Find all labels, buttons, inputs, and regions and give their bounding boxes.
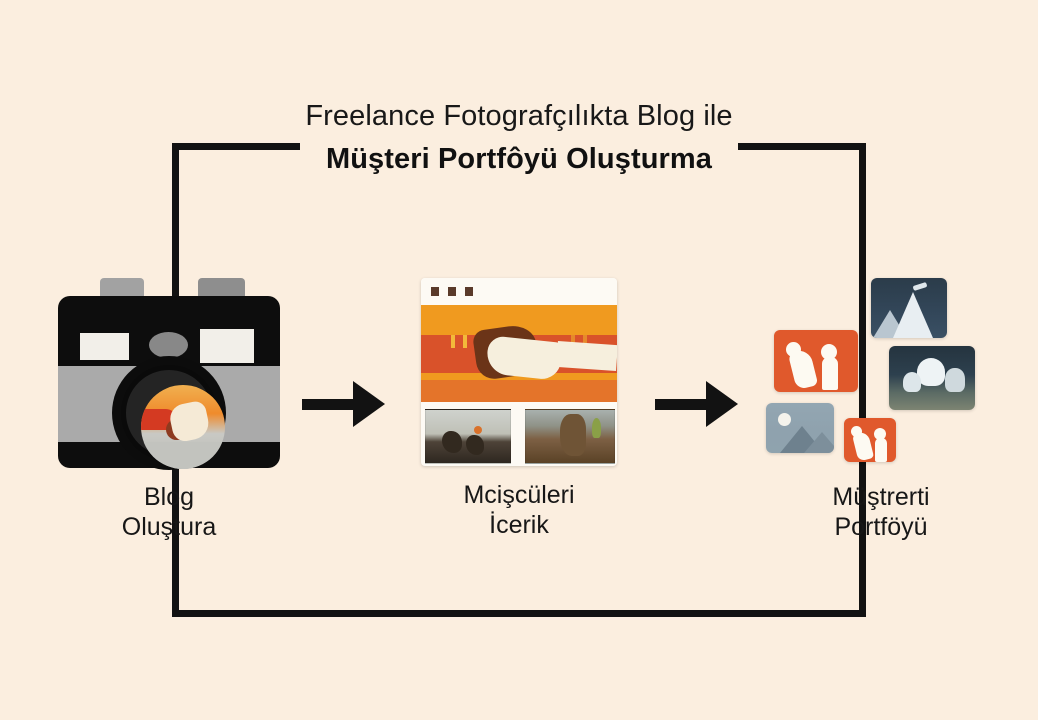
- arrow-head: [706, 381, 738, 427]
- person-head: [874, 428, 886, 440]
- photo-thumbnail-people-large: [774, 330, 858, 392]
- camera-flash: [200, 329, 254, 363]
- hero-tick: [583, 335, 587, 348]
- hero-hand-cuff: [556, 340, 617, 372]
- camera-lens: [112, 356, 226, 470]
- peak-main: [893, 292, 933, 338]
- camera-icon: [58, 278, 280, 470]
- hero-ground-band: [421, 380, 617, 402]
- caption-line-1: Müştrerti: [832, 483, 930, 511]
- caption-line-2: Oluştura: [121, 513, 217, 541]
- camera-knob-left: [100, 278, 144, 300]
- stage-caption-icerik: Mcişcüleri İcerik: [408, 480, 630, 540]
- hero-tick: [451, 335, 455, 348]
- arrow-right-icon-1: [302, 381, 385, 427]
- person-body: [822, 357, 838, 390]
- person-body: [787, 347, 819, 391]
- toolbar-mark-1: [431, 287, 439, 296]
- photo-thumbnail-snowfield: [889, 346, 975, 410]
- bracket-top-right-segment: [738, 143, 866, 150]
- caption-line-2: İcerik: [489, 511, 549, 539]
- thumbnail-tree: [592, 418, 601, 438]
- snow-shape: [917, 358, 945, 386]
- thumbnail-sun: [474, 426, 482, 434]
- person-body: [851, 430, 875, 462]
- thumbnail-shape: [466, 435, 484, 455]
- snow-shape: [903, 372, 921, 392]
- stage-caption-portfoyu: Müştrerti Portföyü: [750, 482, 1012, 542]
- camera-lens-ring: [121, 365, 225, 469]
- person-body: [875, 438, 887, 462]
- stage-caption-blog: Blog Oluştura: [38, 482, 300, 542]
- camera-lens-image: [141, 385, 225, 469]
- thumbnail-shape: [442, 431, 462, 453]
- toolbar-mark-2: [448, 287, 456, 296]
- photo-collage-icon: [756, 268, 1006, 468]
- arrow-shaft: [655, 398, 707, 410]
- bracket-top-left-segment: [172, 143, 300, 150]
- person-head: [851, 426, 862, 437]
- person-head: [821, 344, 837, 360]
- browser-thumbnail-left: [425, 409, 511, 464]
- stage-icerik: Mcişcüleri İcerik: [408, 278, 630, 540]
- thumbnail-rock: [560, 414, 586, 456]
- stage-blog-olustura: Blog Oluştura: [38, 278, 300, 542]
- photo-thumbnail-people-small: [844, 418, 896, 462]
- browser-thumbnail-right: [525, 409, 615, 464]
- title-line-1: Freelance Fotografçılıkta Blog ile: [305, 100, 733, 132]
- browser-hero-handshake-image: [421, 305, 617, 402]
- title-line-2: Müşteri Portfôyü Oluşturma: [325, 143, 713, 175]
- photo-thumbnail-mountain-peak: [871, 278, 947, 338]
- caption-line-1: Blog: [143, 483, 195, 511]
- arrow-head: [353, 381, 385, 427]
- camera-knob-right: [198, 278, 245, 300]
- camera-viewfinder: [80, 333, 129, 360]
- arrow-right-icon-2: [655, 381, 738, 427]
- lens-image-ground: [141, 442, 225, 469]
- landscape-mountain: [804, 432, 834, 453]
- caption-line-1: Mcişcüleri: [463, 481, 575, 509]
- stage-portfoyu: Müştrerti Portföyü: [750, 268, 1012, 542]
- peak-flag: [912, 281, 928, 292]
- landscape-sun: [778, 413, 791, 426]
- snow-shape: [945, 368, 965, 392]
- bracket-right-vertical: [859, 143, 866, 617]
- browser-window-icon: [421, 278, 617, 466]
- toolbar-mark-3: [465, 287, 473, 296]
- photo-thumbnail-landscape: [766, 403, 834, 453]
- camera-shutter-dot: [149, 332, 188, 358]
- arrow-shaft: [302, 398, 354, 410]
- camera-body: [58, 296, 280, 470]
- hero-tick: [463, 335, 467, 348]
- bracket-bottom-horizontal: [172, 610, 866, 617]
- page-title: Freelance Fotografçılıkta Blog ile Müşte…: [0, 96, 1038, 180]
- browser-toolbar: [421, 278, 617, 305]
- caption-line-2: Portföyü: [834, 513, 928, 541]
